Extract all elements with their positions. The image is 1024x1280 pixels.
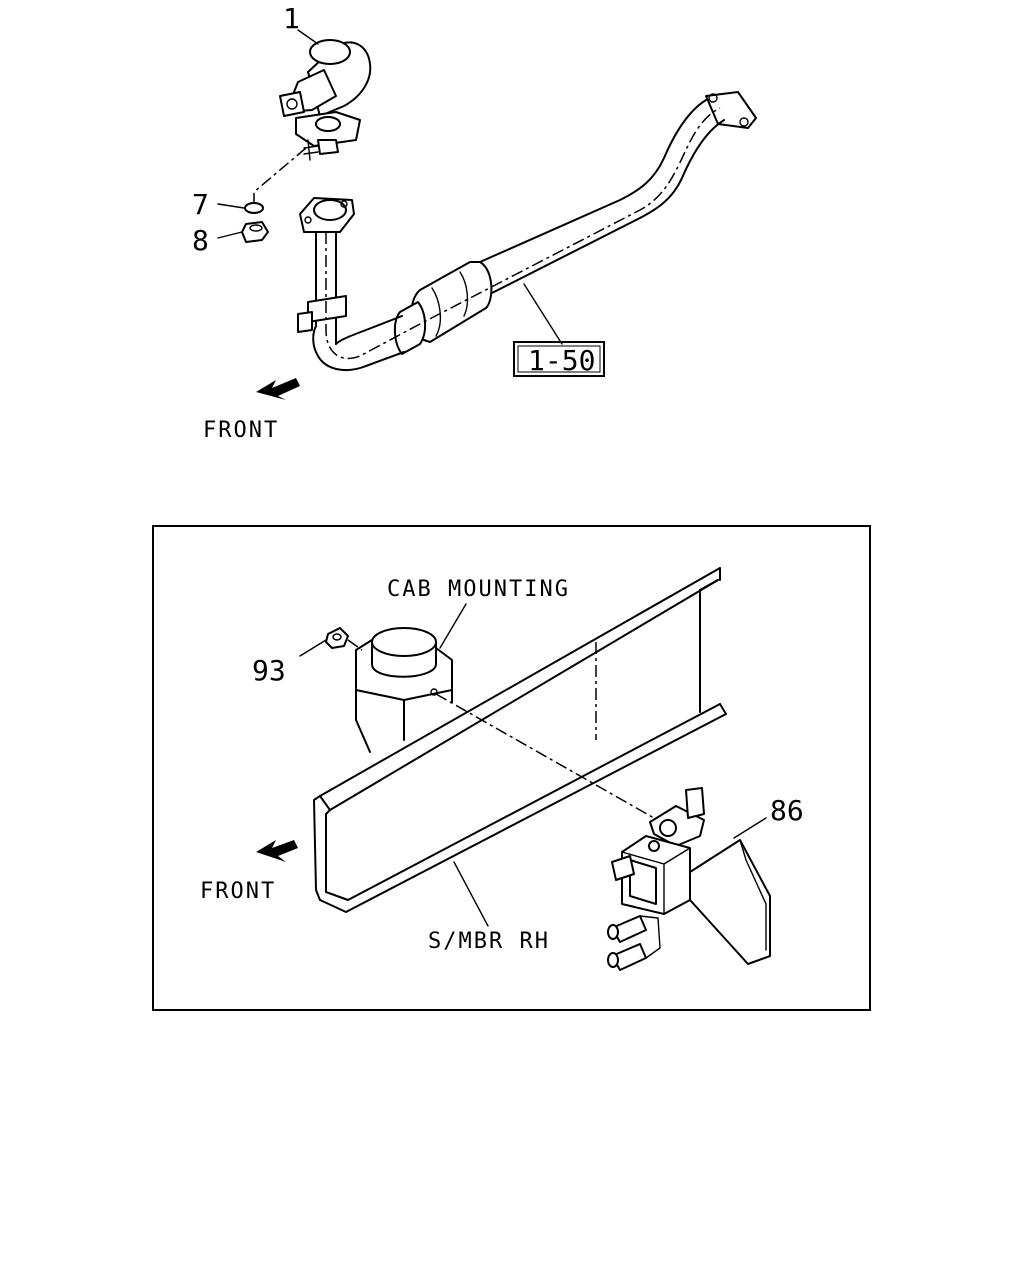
callout-item-8: 8 xyxy=(192,224,209,257)
leader-item-7 xyxy=(217,203,245,209)
inset-cab-mounting-assembly: 93 86 CAB MOUNTING S/MBR RH FRONT xyxy=(200,567,804,971)
leader-item-86 xyxy=(733,817,767,839)
callout-item-86: 86 xyxy=(770,794,804,827)
cab-mounting-label: CAB MOUNTING xyxy=(387,577,570,602)
callout-ref-box[interactable]: 1-50 xyxy=(528,344,595,377)
leader-item-1 xyxy=(297,29,319,45)
front-arrow-icon xyxy=(256,378,300,400)
inset-frame xyxy=(152,525,871,1011)
leader-item-93 xyxy=(299,639,327,657)
leader-item-8 xyxy=(217,231,243,239)
callout-item-93: 93 xyxy=(252,654,286,687)
callout-item-1: 1 xyxy=(283,2,300,35)
ref-box-outer xyxy=(513,341,605,377)
front-label-inset: FRONT xyxy=(200,879,276,904)
side-member-label: S/MBR RH xyxy=(428,929,550,954)
front-arrow-icon-inset xyxy=(256,840,298,862)
side-member xyxy=(313,567,727,913)
bracket-86-part xyxy=(607,787,771,971)
ref-box-inner xyxy=(517,345,601,373)
exhaust-pipe xyxy=(297,91,757,372)
nut-93-part xyxy=(325,627,363,651)
front-label-top: FRONT xyxy=(203,418,279,443)
leader-ref-box xyxy=(523,283,563,345)
mounting-axis-line xyxy=(435,693,655,819)
assembly-line xyxy=(253,147,307,204)
leader-side-member xyxy=(453,861,489,927)
cab-mount-block xyxy=(355,627,453,753)
exhaust-valve-part xyxy=(279,39,372,161)
callout-item-7: 7 xyxy=(192,188,209,221)
top-exhaust-assembly: 1 7 8 1-50 FRONT xyxy=(192,2,757,443)
washer-part xyxy=(244,202,264,214)
leader-cab-mounting xyxy=(439,603,467,649)
nut-part xyxy=(241,221,269,243)
